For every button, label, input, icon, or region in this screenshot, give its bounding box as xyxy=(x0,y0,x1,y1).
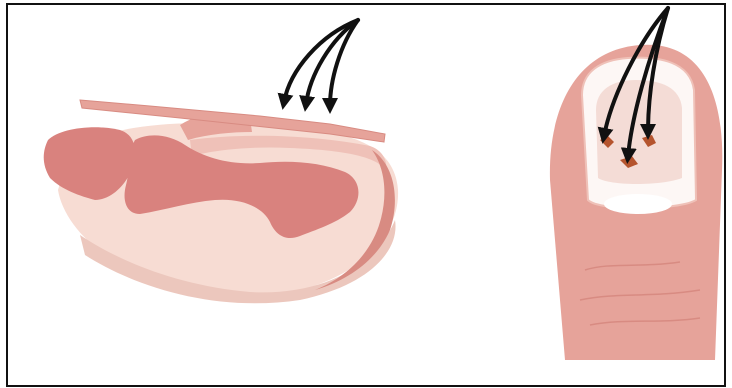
side-view-arrows xyxy=(284,20,358,106)
side-view-finger xyxy=(44,100,398,303)
lunula xyxy=(604,194,672,214)
top-view-fingernail xyxy=(550,45,722,360)
